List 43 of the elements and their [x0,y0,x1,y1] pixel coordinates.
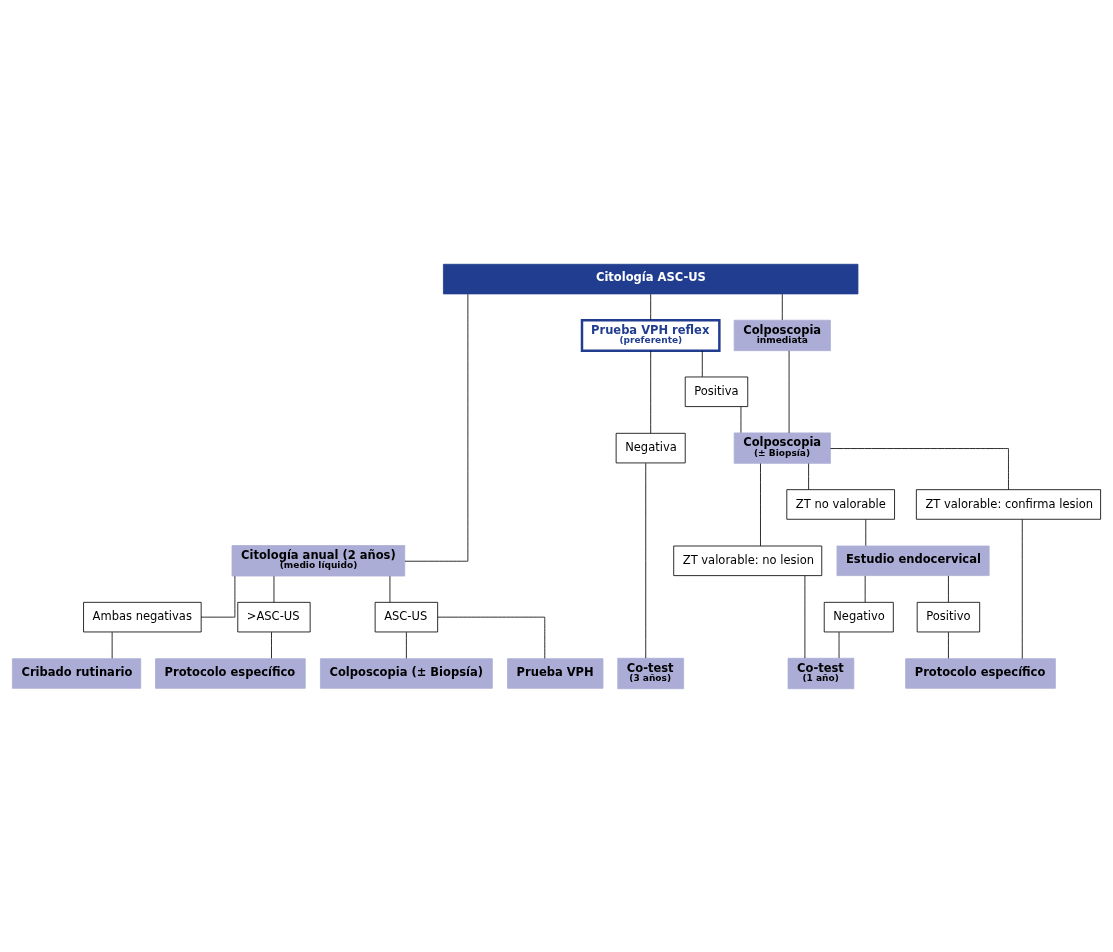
connector [645,462,647,659]
connector [650,293,652,320]
node-box: Citología anual (2 años) (medio líquido) [231,544,406,576]
node-box: ZT valorable: confirma lesion [915,488,1101,520]
connector [760,462,761,546]
node-box: Ambas negativas [83,601,202,632]
node-box: Positivo [916,601,981,632]
connector [200,575,236,618]
connector [389,575,391,603]
node-box: Protocolo específico [905,657,1056,689]
node-box: Negativa [615,432,686,463]
connector [740,405,742,433]
connector [948,631,949,659]
connector [808,462,809,490]
connector [271,631,272,659]
node-box: ASC-US [374,601,439,632]
connector [701,349,703,377]
connector [1021,518,1023,659]
node-box: Colposcopia inmediata [733,319,831,351]
node-box: Protocolo específico [155,657,306,689]
connector [864,575,866,602]
node-box: Cribado rutinario [12,657,142,689]
node-box: Citología ASC-US [443,263,859,294]
node-box: >ASC-US [237,601,311,632]
connector [273,575,275,603]
node-box: Estudio endocervical [836,545,990,576]
connector [437,616,546,659]
node-box: Prueba VPH reflex (preferente) [580,318,721,352]
node-box: Negativo [823,601,894,632]
node-box: Colposcopia (± Biopsía) [320,657,493,689]
node-box: ZT valorable: no lesion [673,545,823,576]
connector [865,518,867,546]
node-box: Co-test (1 año) [787,657,855,689]
node-box: Positiva [684,376,749,407]
node-box: ZT no valorable [786,488,895,520]
node-box: Colposcopia (± Biopsía) [733,432,831,464]
connector [948,575,949,602]
connector [405,631,407,659]
connector [830,447,1009,490]
connector [650,349,652,434]
connector [804,574,806,658]
node-box: Prueba VPH [507,657,604,689]
node-box: Co-test (3 años) [617,657,684,689]
